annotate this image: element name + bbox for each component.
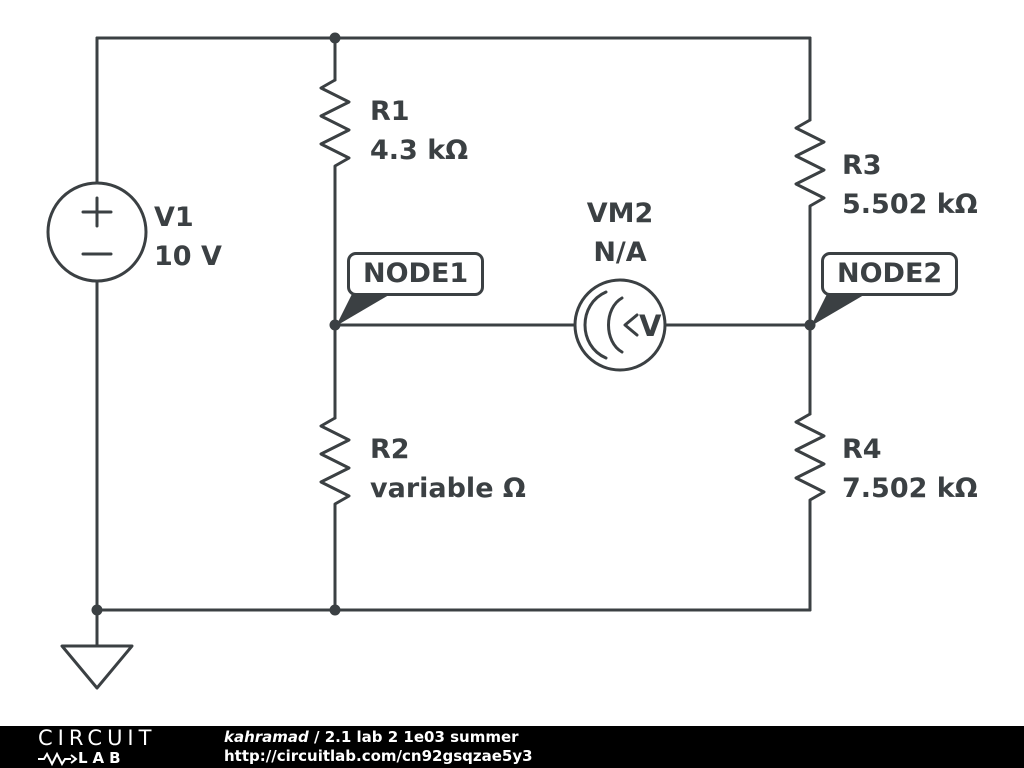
v1-name: V1 [154,202,194,233]
footer-bar: CIRCUIT LAB kahramad / 2.1 lab 2 1e03 su… [0,726,1024,768]
r4-label[interactable]: R4 7.502 kΩ [842,430,978,508]
author-name: kahramad [224,728,309,746]
junction-dot [329,604,341,616]
meter-arrow-icon [623,313,639,337]
resistor-r4-symbol[interactable] [794,412,826,510]
r4-value: 7.502 kΩ [842,473,978,504]
r2-value: variable Ω [370,473,526,504]
v1-value: 10 V [154,241,222,272]
r1-value: 4.3 kΩ [370,135,469,166]
logo-text-lab: LAB [78,749,126,767]
meter-arc-outer [583,290,608,360]
voltage-source-symbol[interactable] [46,181,148,283]
junction-dot [91,604,103,616]
node1-callout-pointer [336,292,394,326]
node2-callout[interactable]: NODE2 [821,252,959,296]
footer-title-line: kahramad / 2.1 lab 2 1e03 summer [224,728,533,747]
separator: / [308,728,325,746]
node1-callout[interactable]: NODE1 [347,252,485,296]
junction-dot-node1 [329,319,341,331]
resistor-r2-symbol[interactable] [319,416,351,514]
footer-info: kahramad / 2.1 lab 2 1e03 summer http://… [224,728,533,766]
circuit-title: 2.1 lab 2 1e03 summer [324,728,519,746]
r2-label[interactable]: R2 variable Ω [370,430,526,508]
logo-text-circuit: CIRCUIT [38,726,157,750]
junction-dot [329,32,341,44]
resistor-r1-symbol[interactable] [319,78,351,174]
vm2-value: N/A [593,237,647,268]
circuitlab-logo: CIRCUIT LAB [0,728,198,766]
vm2-label[interactable]: VM2 N/A [587,194,654,272]
circuit-drawing: V [46,32,869,690]
r4-name: R4 [842,434,882,465]
r3-label[interactable]: R3 5.502 kΩ [842,146,978,224]
r3-name: R3 [842,150,882,181]
circuit-url[interactable]: http://circuitlab.com/cn92gsqzae5y3 [224,747,533,765]
vm2-name: VM2 [586,198,654,229]
r1-name: R1 [370,96,410,127]
r3-value: 5.502 kΩ [842,189,978,220]
ground-symbol[interactable] [60,608,134,690]
r1-label[interactable]: R1 4.3 kΩ [370,92,468,170]
meter-arc-inner [607,296,624,354]
v1-label[interactable]: V1 10 V [154,198,222,276]
node2-callout-pointer [811,292,869,326]
r2-name: R2 [370,434,410,465]
resistor-zigzag-icon [38,751,78,766]
voltmeter-letter: V [639,309,662,343]
junction-dot-node2 [804,319,816,331]
resistor-r3-symbol[interactable] [794,118,826,216]
voltmeter-symbol[interactable] [573,278,667,372]
